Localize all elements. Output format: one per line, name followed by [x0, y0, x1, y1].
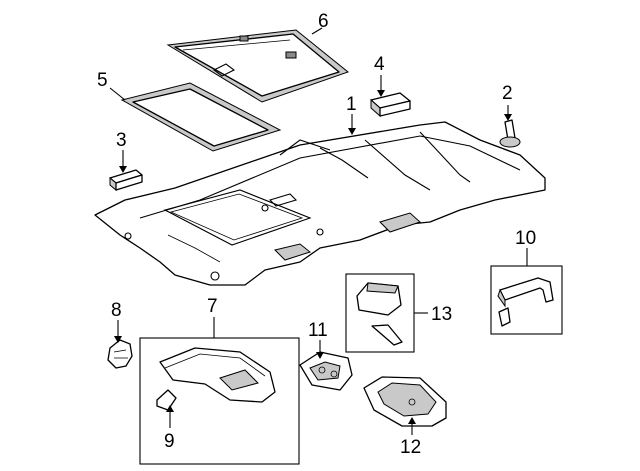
- part-8-visor-holder: [107, 339, 133, 369]
- part-7-box: [139, 337, 300, 465]
- part-6-sunshade-panel: [166, 29, 350, 103]
- callout-3: 3: [116, 130, 127, 151]
- callout-2: 2: [502, 83, 513, 104]
- part-5-sunroof-trim: [120, 82, 282, 152]
- leader-lines: [109, 27, 528, 435]
- panel-clip: [239, 35, 249, 42]
- part-1-headliner: [94, 121, 546, 286]
- part-11-map-lamp: [299, 351, 353, 391]
- callout-7: 7: [207, 296, 218, 317]
- callout-13: 13: [431, 304, 452, 325]
- panel-clip: [285, 51, 297, 59]
- callout-12: 12: [400, 437, 421, 458]
- part-7-sun-visor: [159, 347, 276, 403]
- callout-4: 4: [374, 54, 385, 75]
- callout-10: 10: [515, 228, 536, 249]
- part-12-dome-lamp: [363, 376, 447, 427]
- callout-9: 9: [164, 431, 175, 452]
- part-10-assist-grip: [497, 277, 554, 327]
- part-13-switch-cover: [356, 282, 403, 346]
- part-4-pad: [370, 92, 411, 118]
- callout-8: 8: [111, 300, 122, 321]
- part-3-pad: [109, 169, 143, 192]
- callout-5: 5: [97, 70, 108, 91]
- callout-1: 1: [346, 94, 357, 115]
- callout-6: 6: [318, 11, 329, 32]
- part-9-visor-clip: [156, 389, 177, 411]
- part-2-clip: [499, 119, 521, 148]
- callout-11: 11: [308, 320, 328, 341]
